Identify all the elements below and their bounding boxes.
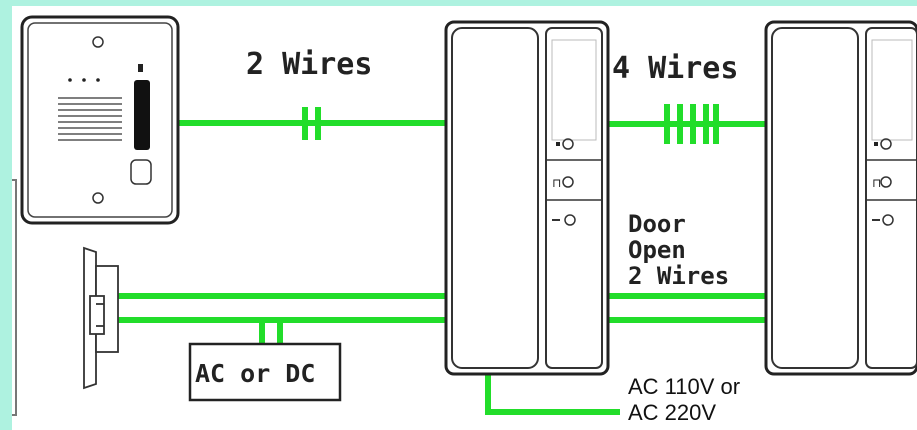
power-supply-label: AC or DC	[195, 359, 315, 388]
electric-lock-icon	[83, 246, 119, 390]
svg-text:⊓: ⊓	[872, 176, 881, 190]
door-open-label-1: Door	[628, 210, 686, 238]
wires	[118, 120, 768, 415]
indoor-monitor-icon: ⊓	[444, 20, 610, 376]
mains-label-1: AC 110V or	[628, 374, 740, 399]
power-legs	[259, 320, 283, 344]
power-supply-icon	[188, 342, 342, 402]
svg-text:⊓: ⊓	[552, 176, 561, 190]
indoor-wires-label: 4 Wires	[612, 51, 738, 86]
mains-wire	[485, 375, 620, 415]
outdoor-wires-label: 2 Wires	[246, 47, 372, 82]
left-edge-device	[12, 179, 17, 416]
door-open-label-3: 2 Wires	[628, 262, 729, 290]
door-camera-panel-icon	[20, 15, 180, 225]
wire-ticks	[302, 104, 719, 144]
door-open-label-2: Open	[628, 236, 686, 264]
indoor-monitor-icon: ⊓	[764, 20, 917, 376]
mains-label-2: AC 220V	[628, 400, 716, 425]
